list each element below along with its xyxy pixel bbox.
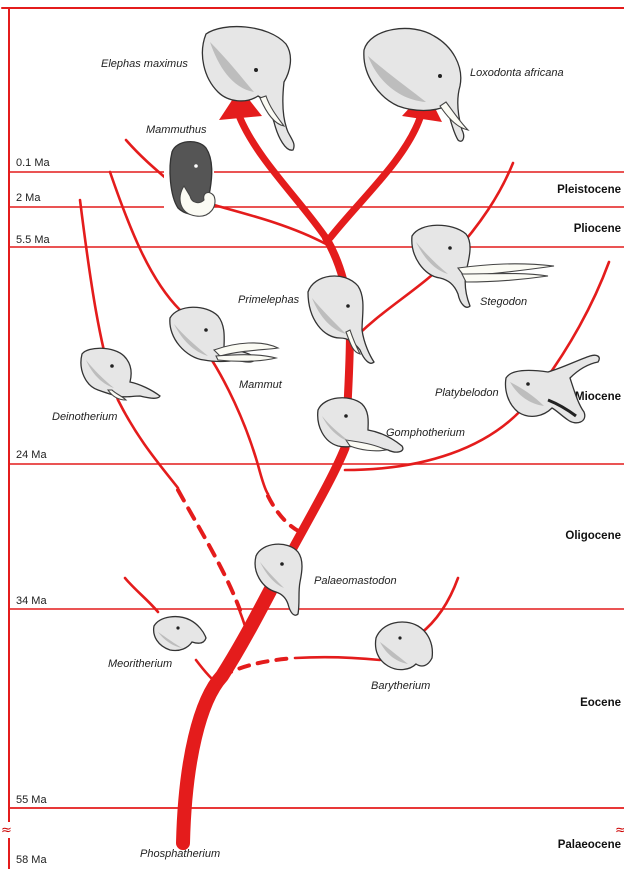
branch-loxodonta <box>330 118 420 238</box>
lineage-branches <box>80 88 609 843</box>
branch-barytherium <box>295 657 380 660</box>
axis-break-symbol: ≈ <box>1 823 12 838</box>
primelephas-head-image <box>308 276 374 363</box>
marker-55ma: 55 Ma <box>16 794 47 806</box>
label-stegodon: Stegodon <box>480 296 527 308</box>
branch-mammut-dashed <box>268 496 300 532</box>
branch-mammuthus-upper <box>126 140 168 180</box>
branch-mammut-lower <box>208 354 268 494</box>
epoch-pliocene: Pliocene <box>574 223 621 235</box>
deinotherium-head-image <box>81 348 160 400</box>
epoch-oligocene: Oligocene <box>565 530 621 542</box>
epoch-labels: Pleistocene Pliocene Miocene Oligocene E… <box>557 184 621 851</box>
label-barytherium: Barytherium <box>371 680 430 692</box>
label-meoritherium: Meoritherium <box>108 658 172 670</box>
stegodon-head-image <box>412 225 554 307</box>
epoch-miocene: Miocene <box>575 391 621 403</box>
label-elephas-maximus: Elephas maximus <box>101 58 188 70</box>
label-platybelodon: Platybelodon <box>435 387 499 399</box>
marker-0-1ma: 0.1 Ma <box>16 157 51 169</box>
axis-break-symbol-right: ≈ <box>615 823 624 838</box>
epoch-pleistocene: Pleistocene <box>557 184 621 196</box>
label-loxodonta-africana: Loxodonta africana <box>470 67 564 79</box>
epoch-palaeocene: Palaeocene <box>558 839 621 851</box>
label-gomphotherium: Gomphotherium <box>386 427 465 439</box>
mammut-head-image <box>170 307 278 362</box>
label-phosphatherium: Phosphatherium <box>140 848 220 860</box>
marker-34ma: 34 Ma <box>16 595 47 607</box>
main-trunk-lower <box>183 572 280 843</box>
branch-barytherium-upper <box>420 578 458 634</box>
branch-deinotherium-dashed <box>178 490 240 610</box>
epoch-eocene: Eocene <box>580 697 621 709</box>
time-marker-labels: 0.1 Ma 2 Ma 5.5 Ma 24 Ma 34 Ma 55 Ma 58 … <box>16 157 51 866</box>
label-palaeomastodon: Palaeomastodon <box>314 575 397 587</box>
platybelodon-head-image <box>506 355 600 423</box>
label-primelephas: Primelephas <box>238 294 300 306</box>
taxon-labels: Elephas maximus Loxodonta africana Mammu… <box>52 58 564 860</box>
meoritherium-head-image <box>154 617 206 651</box>
label-deinotherium: Deinotherium <box>52 411 117 423</box>
mammuthus-head-image <box>164 142 215 218</box>
gomphotherium-head-image <box>318 398 403 452</box>
marker-24ma: 24 Ma <box>16 449 47 461</box>
label-mammut: Mammut <box>239 379 283 391</box>
label-mammuthus: Mammuthus <box>146 124 207 136</box>
marker-58ma: 58 Ma <box>16 854 47 866</box>
marker-2ma: 2 Ma <box>16 192 41 204</box>
marker-5-5ma: 5.5 Ma <box>16 234 51 246</box>
branch-meoritherium-upper <box>125 578 158 612</box>
branch-deinotherium <box>80 200 178 488</box>
